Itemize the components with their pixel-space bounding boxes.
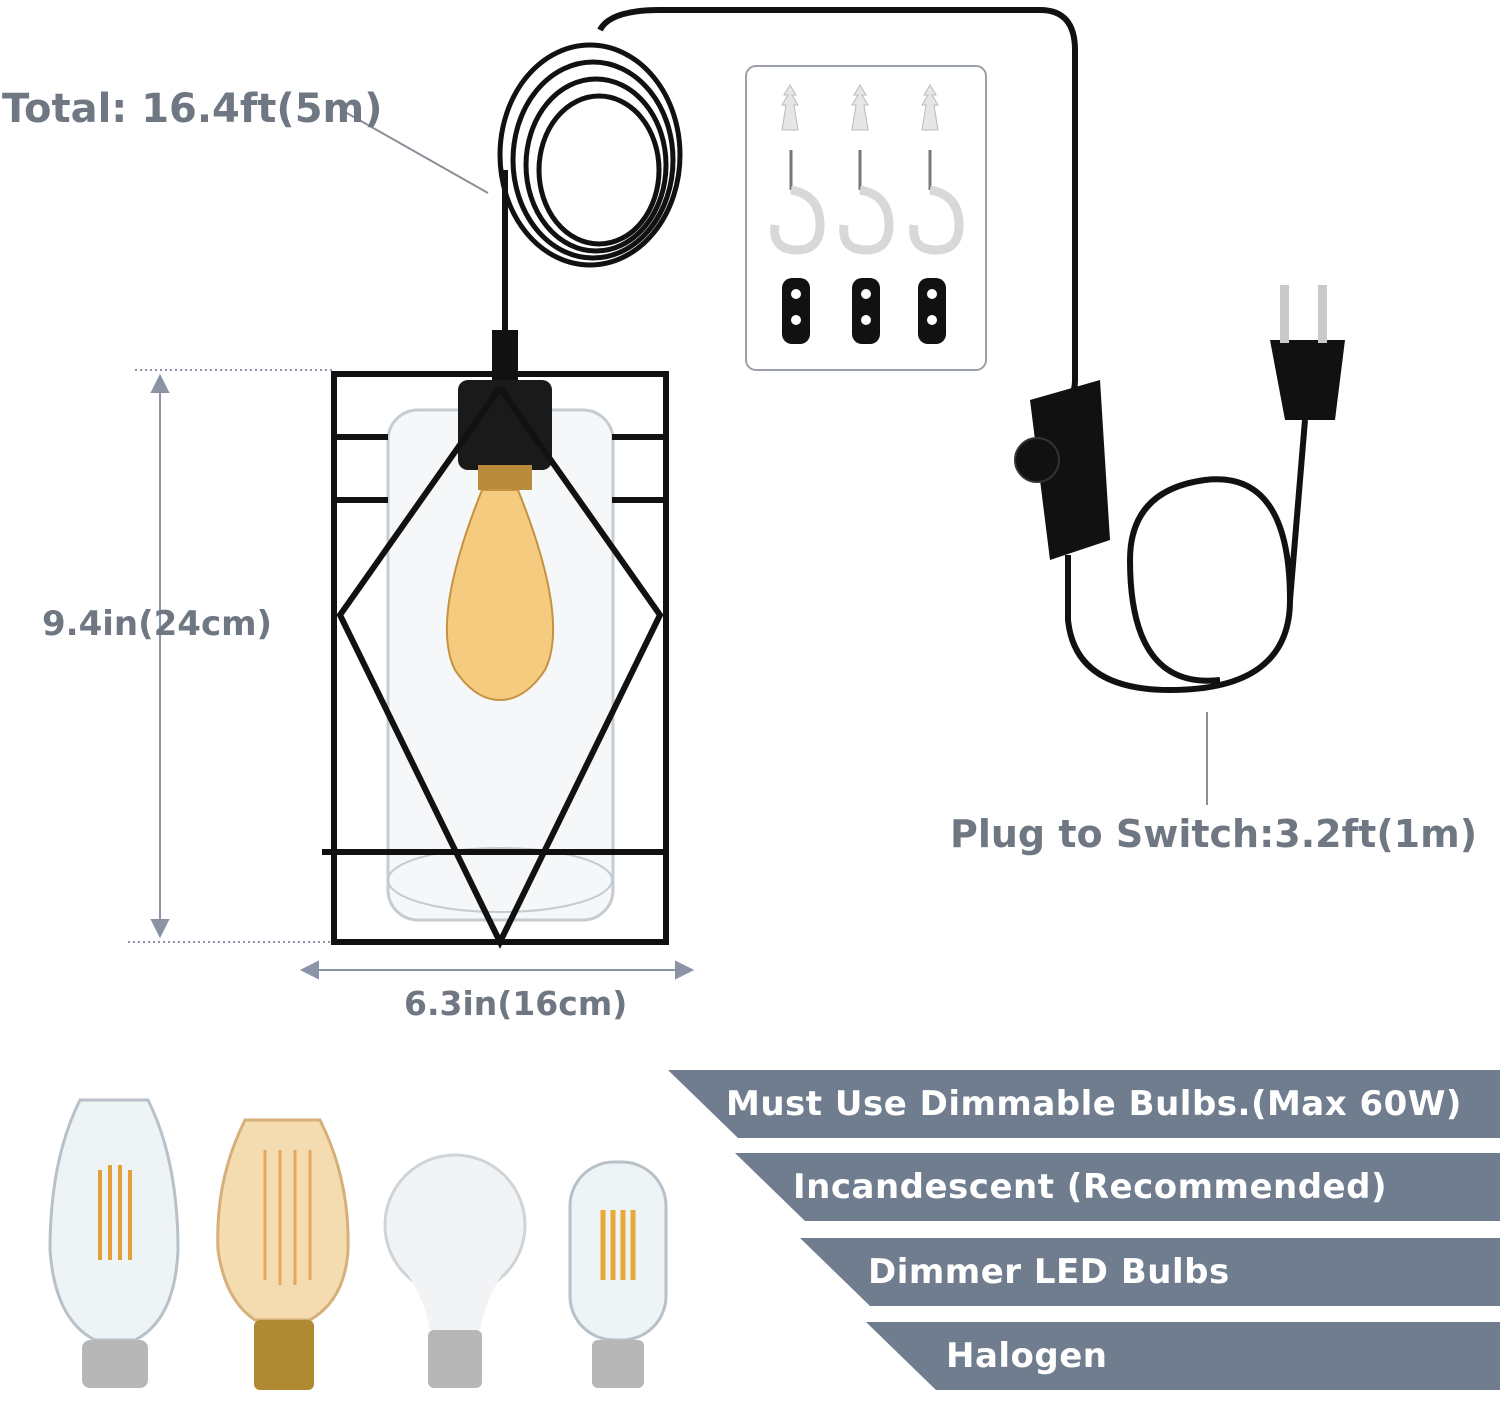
- bulb-note-band: Halogen: [866, 1322, 1500, 1390]
- bulb-edison-icon: [216, 1118, 350, 1390]
- total-cord-length-label: Total: 16.4ft(5m): [2, 86, 383, 132]
- pendant-lamp: [322, 330, 669, 949]
- bulb-note-band: Must Use Dimmable Bulbs.(Max 60W): [668, 1070, 1500, 1138]
- cord-coil: [497, 7, 1078, 408]
- plug-to-switch-label: Plug to Switch:3.2ft(1m): [950, 812, 1478, 856]
- bulb-note-text: Dimmer LED Bulbs: [868, 1252, 1230, 1292]
- bulb-note-band: Dimmer LED Bulbs: [800, 1238, 1500, 1306]
- lamp-height-label: 9.4in(24cm): [42, 604, 273, 644]
- plug-cord: [1065, 419, 1308, 694]
- height-dimension: [128, 369, 335, 943]
- dimmer-switch: [1014, 380, 1110, 560]
- cord-clip-icon: [782, 278, 946, 344]
- bulb-note-text: Must Use Dimmable Bulbs.(Max 60W): [726, 1084, 1462, 1124]
- bulb-note-band: Incandescent (Recommended): [735, 1153, 1500, 1221]
- lamp-width-label: 6.3in(16cm): [404, 984, 628, 1023]
- width-dimension: [299, 960, 695, 980]
- plug-icon: [1270, 285, 1345, 420]
- bulb-note-text: Halogen: [946, 1336, 1108, 1376]
- ceiling-hook-icon: [770, 150, 964, 255]
- wall-anchor-icon: [781, 84, 939, 131]
- bulb-t14-led-icon: [568, 1160, 668, 1388]
- bulb-note-text: Incandescent (Recommended): [793, 1167, 1387, 1207]
- bulb-a19-icon: [383, 1153, 527, 1388]
- bulb-st64-led-icon: [48, 1098, 180, 1388]
- total-leader-line: [344, 111, 489, 194]
- hardware-kit: [745, 65, 987, 371]
